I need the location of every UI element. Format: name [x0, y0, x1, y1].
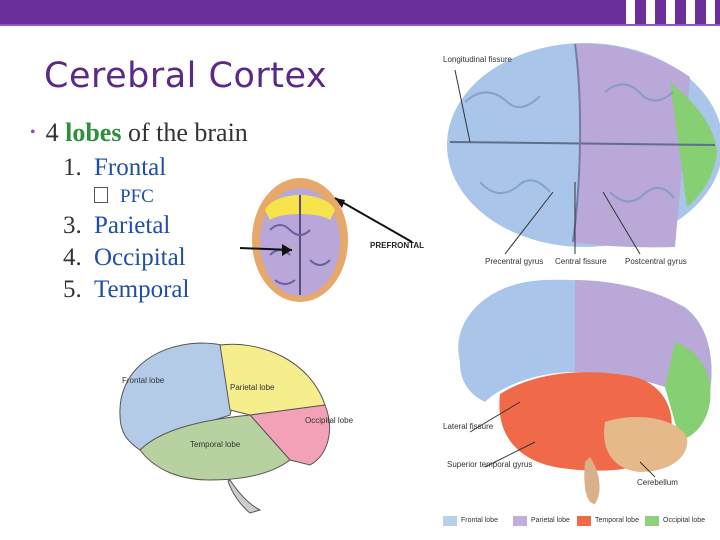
legend-parietal: Parietal lobe [531, 517, 570, 524]
header-bar [0, 0, 720, 24]
label-postcentral: Postcentral gyrus [625, 257, 687, 266]
lobe-list: Frontal PFC Parietal Occipital Temporal [30, 154, 248, 304]
list-item: Parietal [88, 212, 248, 240]
header-square [646, 0, 655, 24]
brain-anatomy-figure: Longitudinal fissure Precentral gyrus Ce… [425, 42, 720, 540]
lobe-diagram: Frontal lobe Parietal lobe Occipital lob… [119, 342, 354, 514]
lobe-label-temporal: Temporal lobe [190, 440, 241, 449]
bullet-main: • 4 lobes of the brain [30, 118, 248, 148]
bullet-icon: • [30, 124, 36, 141]
header-square [666, 0, 675, 24]
brain-side-view [458, 279, 712, 504]
lobe-label-frontal: Frontal lobe [122, 376, 165, 385]
brain-top-view [447, 43, 720, 248]
header-square [626, 0, 635, 24]
pfc-label: PREFRONTAL CORTEX [370, 241, 425, 250]
pfc-figure: PREFRONTAL CORTEX [240, 178, 425, 302]
header-square [686, 0, 695, 24]
label-precentral: Precentral gyrus [485, 257, 543, 266]
header-square [706, 0, 715, 24]
list-item: Occipital [88, 244, 248, 272]
bullet-list: • 4 lobes of the brain Frontal PFC Pariet… [30, 118, 248, 308]
legend-temporal: Temporal lobe [595, 517, 639, 524]
lobe-label-parietal: Parietal lobe [230, 383, 275, 392]
slide-title: Cerebral Cortex [44, 56, 328, 96]
lobe-label-occipital: Occipital lobe [305, 416, 354, 425]
legend-occipital: Occipital lobe [663, 517, 705, 524]
legend-frontal: Frontal lobe [461, 517, 498, 524]
bullet-keyword: lobes [65, 118, 122, 147]
checkbox-icon [94, 187, 108, 203]
header-accent-line [0, 24, 720, 26]
list-item: Temporal [88, 276, 248, 304]
label-lateral: Lateral fissure [443, 422, 494, 431]
bullet-count: 4 [45, 118, 59, 147]
brain-legend: Frontal lobe Parietal lobe Temporal lobe… [443, 516, 705, 526]
label-longitudinal: Longitudinal fissure [443, 55, 512, 64]
list-item: Frontal [88, 154, 248, 182]
list-sub-item: PFC [88, 186, 248, 208]
bullet-rest: of the brain [127, 118, 248, 147]
label-central: Central fissure [555, 257, 607, 266]
label-cerebellum: Cerebellum [637, 478, 678, 487]
